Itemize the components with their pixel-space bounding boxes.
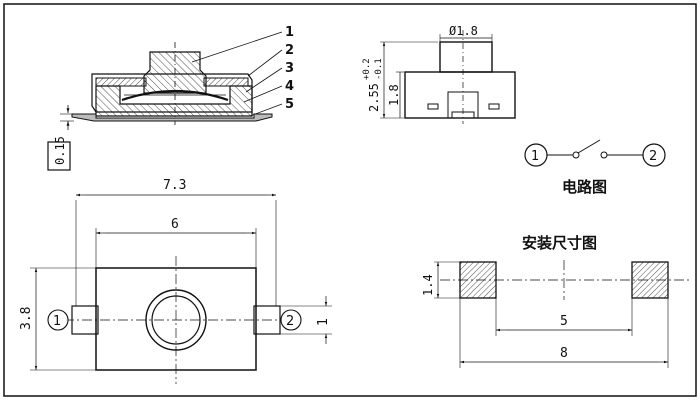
diameter-label: Ø1.8 — [449, 24, 478, 38]
pad-height-label: 1.4 — [421, 274, 435, 296]
top-terminal-1 — [47, 309, 69, 331]
circuit-diagram: 1 2 电路图 — [524, 139, 666, 196]
thickness-value: 0.15 — [53, 136, 67, 165]
height-value: 2.55 — [367, 83, 381, 112]
side-view: Ø1.8 2.55 +0.2 -0.1 1.8 — [362, 24, 516, 124]
circuit-switch-lever — [577, 139, 601, 154]
circuit-terminal-2 — [642, 143, 666, 167]
cover-right — [203, 77, 249, 87]
circuit-terminal-1-label: 1 — [531, 149, 539, 164]
height-tol-plus: +0.2 — [362, 58, 372, 80]
top-terminal-2 — [280, 309, 302, 331]
side-inner-frame — [447, 91, 479, 118]
sheet-border — [3, 3, 697, 397]
top-terminal-1-label: 1 — [53, 314, 61, 329]
leader-1 — [191, 31, 283, 63]
leader-2 — [247, 49, 283, 77]
height-label: 3.8 — [19, 307, 34, 330]
leader-3 — [245, 67, 283, 93]
top-view: 1 2 7.3 6 3.8 1 — [19, 178, 332, 384]
inner-height-value: 1.8 — [387, 84, 401, 106]
side-actuator — [439, 41, 493, 73]
thickness-box — [47, 141, 71, 171]
top-terminal-2-label: 2 — [286, 314, 294, 329]
leader-5 — [249, 103, 283, 117]
cover-left — [95, 77, 147, 87]
side-slot-left — [427, 103, 439, 110]
width-inner-label: 6 — [171, 217, 179, 232]
side-slot-right — [488, 103, 500, 110]
part-label-1: 1 — [285, 25, 294, 40]
side-body — [404, 71, 516, 119]
part-label-4: 4 — [285, 79, 294, 94]
overall-label: 8 — [560, 346, 568, 361]
terminal-plate — [71, 113, 273, 122]
part-label-2: 2 — [285, 43, 294, 58]
housing-section — [95, 85, 253, 117]
part-label-5: 5 — [285, 97, 294, 112]
circuit-terminal-2-label: 2 — [649, 149, 657, 164]
part-label-3: 3 — [285, 61, 294, 76]
pin-width-label: 1 — [316, 318, 331, 326]
side-terminal — [451, 111, 475, 119]
width-total-label: 7.3 — [163, 178, 186, 193]
leader-4 — [243, 85, 283, 103]
section-view: 1 2 3 4 5 0.15 — [47, 25, 294, 171]
circuit-contact-right — [600, 151, 608, 159]
circuit-contact-left — [572, 151, 580, 159]
metal-dome — [121, 89, 229, 102]
circuit-caption: 电路图 — [562, 178, 607, 196]
height-tol-minus: -0.1 — [374, 58, 384, 80]
mounting-caption: 安装尺寸图 — [522, 234, 597, 252]
mounting-view: 安装尺寸图 1.4 5 8 — [421, 234, 690, 368]
pad-gap-label: 5 — [560, 314, 568, 329]
